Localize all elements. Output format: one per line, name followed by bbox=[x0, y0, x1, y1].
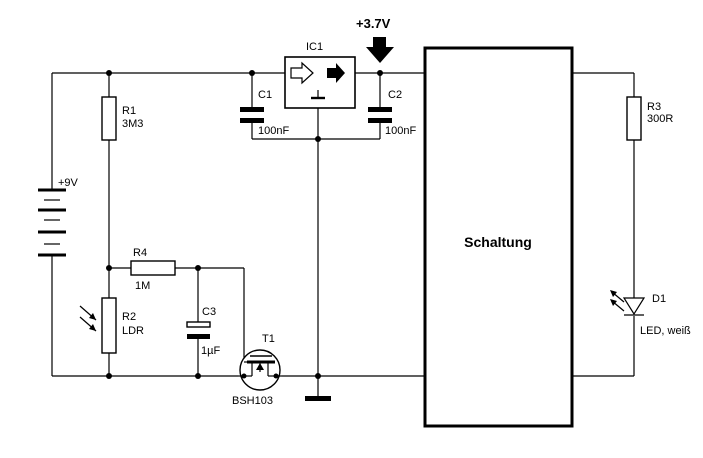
battery-label: +9V bbox=[58, 177, 79, 189]
c3-name: C3 bbox=[202, 306, 216, 318]
r4-resistor bbox=[130, 260, 176, 276]
t1-mosfet bbox=[238, 349, 282, 391]
r1-resistor bbox=[101, 96, 117, 141]
c2-capacitor bbox=[368, 107, 392, 123]
c3-capacitor bbox=[186, 321, 211, 339]
r3-value: 300R bbox=[647, 113, 673, 125]
c2-value: 100nF bbox=[385, 125, 416, 137]
c1-name: C1 bbox=[258, 89, 272, 101]
supply-label: +3.7V bbox=[356, 16, 391, 31]
junctions bbox=[106, 70, 383, 379]
supply-arrow-icon bbox=[366, 37, 394, 63]
ic1-name: IC1 bbox=[306, 41, 323, 53]
r1-name: R1 bbox=[122, 105, 136, 117]
schaltung-label: Schaltung bbox=[464, 234, 532, 250]
battery-symbol bbox=[38, 188, 66, 257]
ldr-light-arrows-icon bbox=[79, 305, 97, 332]
r2-ldr bbox=[101, 297, 117, 354]
c1-capacitor bbox=[240, 107, 264, 123]
r4-name: R4 bbox=[133, 247, 147, 259]
d1-value: LED, weiß bbox=[640, 325, 691, 337]
led-light-arrows-icon bbox=[610, 290, 625, 312]
t1-value: BSH103 bbox=[232, 395, 273, 407]
r2-value: LDR bbox=[122, 325, 144, 337]
d1-name: D1 bbox=[652, 293, 666, 305]
c3-value: 1µF bbox=[201, 345, 220, 357]
schaltung-block bbox=[423, 46, 574, 428]
d1-led bbox=[622, 297, 646, 316]
r1-value: 3M3 bbox=[122, 118, 143, 130]
c1-value: 100nF bbox=[258, 125, 289, 137]
r4-value: 1M bbox=[135, 280, 150, 292]
c2-name: C2 bbox=[388, 89, 402, 101]
ic1-regulator bbox=[284, 56, 356, 109]
wires bbox=[51, 72, 635, 396]
t1-name: T1 bbox=[262, 333, 275, 345]
r3-name: R3 bbox=[647, 101, 661, 113]
ground-symbol bbox=[305, 396, 331, 401]
r2-name: R2 bbox=[122, 311, 136, 323]
r3-resistor bbox=[626, 96, 642, 141]
